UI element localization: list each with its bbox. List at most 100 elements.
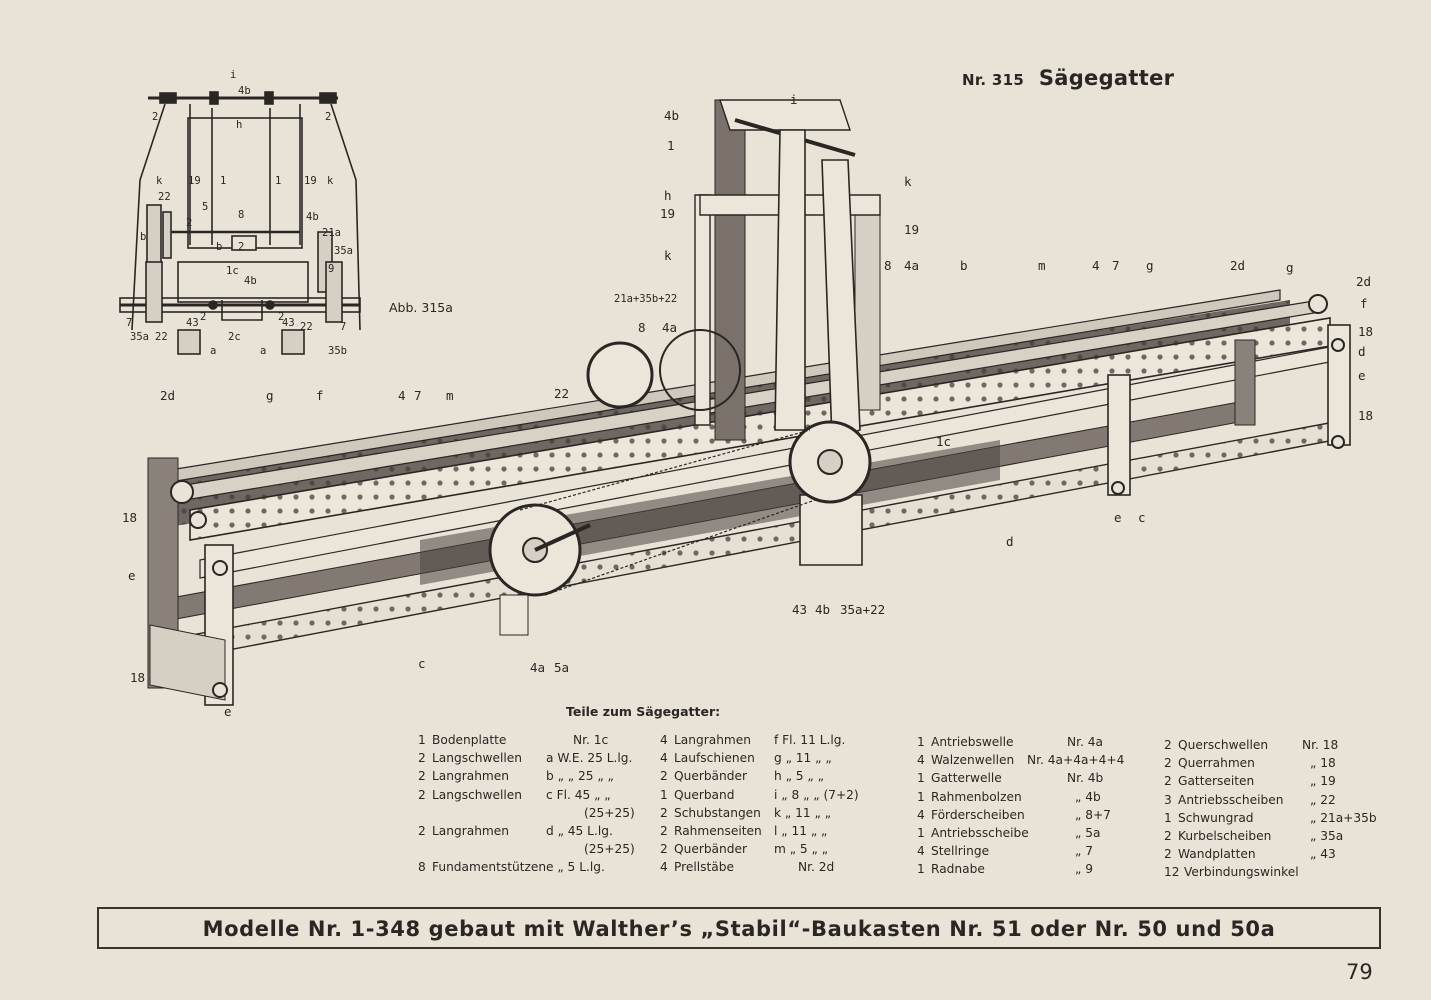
page-title: Nr. 315 Sägegatter: [962, 66, 1174, 90]
diagram-label: 2: [186, 217, 192, 229]
diagram-label: d: [1006, 534, 1014, 549]
main-saw-frame-diagram: [147, 99, 1351, 706]
part-name: Querbänder: [674, 769, 748, 784]
diagram-label: g: [1146, 258, 1154, 273]
diagram-label: 4b: [238, 85, 251, 97]
part-name: Antriebsscheiben: [1178, 792, 1284, 807]
diagram-label: m: [446, 388, 454, 403]
part-qty: 4: [660, 733, 668, 747]
diagram-label: 4b: [306, 211, 319, 223]
part-name: Langrahmen: [432, 769, 510, 784]
part-name: Querrahmen: [1178, 756, 1255, 771]
part-qty: 1: [917, 825, 925, 840]
diagram-label: k: [664, 248, 672, 263]
diagram-label: e: [224, 704, 232, 719]
part-name: Langrahmen: [674, 733, 752, 747]
diagram-label: 2: [200, 311, 206, 323]
diagram-label: 1c: [936, 434, 951, 449]
part-name: Laufschienen: [674, 751, 755, 766]
part-name: Antriebswelle: [931, 735, 1014, 749]
part-code: b „ „ 25 „ „: [546, 769, 614, 784]
part-name: Radnabe: [931, 862, 985, 877]
diagram-label: 7: [340, 321, 346, 333]
part-qty: 1: [418, 733, 426, 747]
part-qty: 1: [917, 862, 925, 877]
diagram-label: 18: [130, 670, 145, 685]
technical-drawing: i 4b 2 2 h k 19 1 1 19 k 22 5 8 4b 2 b 2…: [119, 69, 1373, 719]
part-code: „ 19: [1310, 774, 1336, 789]
part-qty: 2: [418, 823, 426, 838]
diagram-label: 7: [414, 388, 422, 403]
diagram-label: 18: [1358, 324, 1373, 339]
diagram-label: a: [210, 345, 216, 357]
part-code: „ 8+7: [1075, 807, 1111, 822]
part-qty: 2: [418, 787, 426, 802]
diagram-label: 43: [186, 317, 199, 329]
diagram-label: i: [230, 69, 236, 81]
page-number: 79: [1346, 960, 1373, 984]
diagram-label: 21a+35b+22: [614, 293, 677, 305]
diagram-label: 22: [158, 191, 171, 203]
diagram-label: k: [904, 174, 912, 189]
part-code: „ 22: [1310, 792, 1336, 807]
part-qty: 2: [660, 769, 668, 784]
diagram-label: e: [128, 568, 136, 583]
diagram-label: 4b: [244, 275, 257, 287]
diagram-label: 8: [238, 209, 244, 221]
diagram-label: f: [1360, 296, 1368, 311]
diagram-label: h: [236, 119, 242, 131]
diagram-label: 19: [660, 206, 675, 221]
part-code: Nr. 4a+4a+4+4: [1027, 753, 1125, 768]
diagram-label: b: [216, 241, 222, 253]
part-code: „ 4b: [1075, 789, 1101, 804]
diagram-label: 35a+22: [840, 602, 885, 617]
part-qty: 4: [917, 807, 925, 822]
part-qty: 2: [1164, 738, 1172, 752]
diagram-label: 19: [304, 175, 317, 187]
part-qty: 2: [1164, 756, 1172, 771]
diagram-label: 2: [325, 111, 331, 123]
model-name: Sägegatter: [1038, 66, 1175, 90]
part-qty: 4: [660, 751, 668, 766]
diagram-label: 21a: [322, 227, 341, 239]
diagram-label: 4a: [530, 660, 545, 675]
diagram-label: g: [1286, 260, 1294, 275]
diagram-label: 1c: [226, 265, 239, 277]
part-code: f Fl. 11 L.lg.: [774, 733, 846, 747]
part-qty: 2: [660, 823, 668, 838]
part-code: k „ 11 „ „: [774, 805, 832, 820]
model-number: Nr. 315: [962, 71, 1025, 89]
part-qty: 1: [660, 787, 668, 802]
part-code: „ 18: [1310, 756, 1336, 771]
part-code: „ 21a+35b: [1310, 810, 1377, 825]
diagram-label: 7: [1112, 258, 1120, 273]
diagram-label: 2: [278, 311, 284, 323]
part-qty: 1: [1164, 810, 1172, 825]
diagram-label: d: [1358, 344, 1366, 359]
diagram-label: 4: [398, 388, 406, 403]
part-code: g „ 11 „ „: [774, 751, 832, 766]
part-qty: 2: [660, 842, 668, 857]
part-qty: 3: [1164, 792, 1172, 807]
part-name: Verbindungswinkel: [1184, 865, 1299, 880]
part-code: l „ 11 „ „: [774, 823, 828, 838]
part-name: Kurbelscheiben: [1178, 828, 1272, 843]
part-code: i „ 8 „ „ (7+2): [774, 787, 859, 802]
diagram-label: 18: [122, 510, 137, 525]
part-code: „ 9: [1075, 862, 1093, 877]
diagram-label: 2: [238, 241, 244, 253]
part-name: Stellringe: [931, 844, 990, 859]
part-code: „ 7: [1075, 844, 1093, 859]
part-name: Walzenwellen: [931, 753, 1015, 768]
diagram-label: 35a: [130, 331, 149, 343]
diagram-label: 7: [126, 317, 132, 329]
diagram-label: i: [790, 92, 798, 107]
part-name: Fundamentstützen: [432, 860, 547, 875]
diagram-label: 8: [638, 320, 646, 335]
part-qty: 12: [1164, 865, 1180, 880]
diagram-label: 8: [884, 258, 892, 273]
part-qty: 2: [1164, 847, 1172, 862]
small-plan-diagram: [119, 91, 361, 355]
diagram-label: k: [156, 175, 163, 187]
diagram-label: c: [418, 656, 426, 671]
